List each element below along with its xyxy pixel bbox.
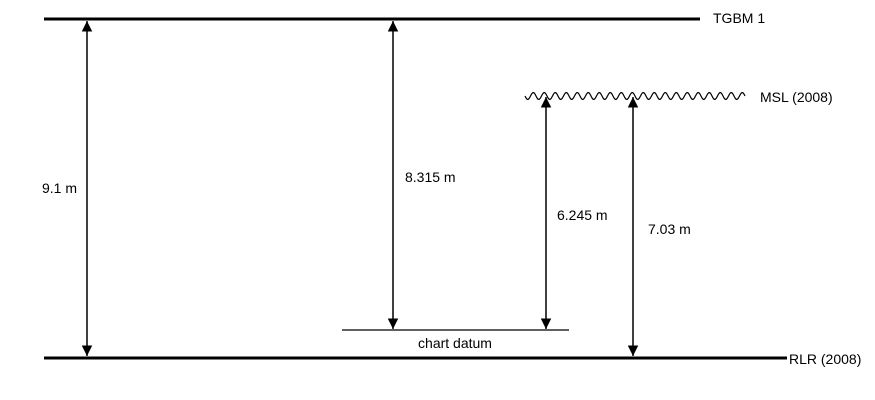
msl-to-chart-datum-value: 6.245 m	[557, 207, 608, 223]
chart-datum-label: chart datum	[418, 335, 492, 351]
tgbm-label: TGBM 1	[713, 10, 765, 26]
msl-wave-line	[524, 91, 746, 101]
tgbm-to-rlr-value: 9.1 m	[42, 180, 77, 196]
rlr-label: RLR (2008)	[789, 351, 861, 367]
tgbm-to-chart-datum-value: 8.315 m	[405, 169, 456, 185]
msl-label: MSL (2008)	[760, 89, 833, 105]
msl-to-rlr-value: 7.03 m	[648, 221, 691, 237]
